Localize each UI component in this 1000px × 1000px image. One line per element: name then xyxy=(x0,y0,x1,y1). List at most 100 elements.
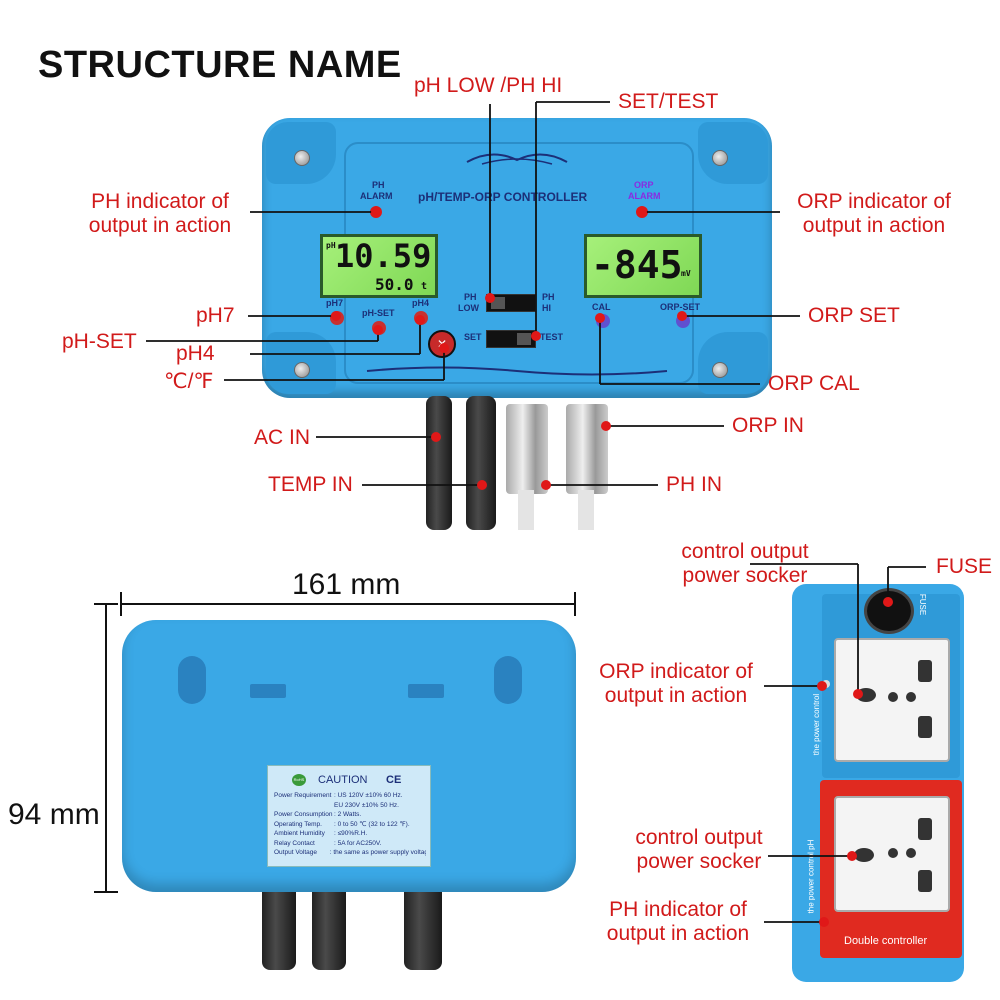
label-ph-indicator-line2: output in action xyxy=(88,214,232,237)
label-set-test: SET/TEST xyxy=(618,90,719,113)
label-orp-in: ORP IN xyxy=(732,414,804,437)
ph7-print: pH7 xyxy=(326,298,344,308)
caution-label: RoHS CAUTION CE Power Requirement: US 12… xyxy=(267,765,431,867)
orp-alarm-print-top: ORP xyxy=(634,180,654,190)
caution-row-key: Operating Temp. xyxy=(274,820,322,828)
caution-row: EU 230V ±10% 50 Hz. xyxy=(274,801,426,811)
label-control-output-1: control output power socker xyxy=(660,540,830,588)
label-orp-indicator: ORP indicator of output in action xyxy=(784,190,964,238)
upper-socket-hole-c xyxy=(888,692,898,702)
ph-set-print: pH-SET xyxy=(362,308,395,318)
ph-alarm-print-top: PH xyxy=(372,180,385,190)
orp-reading: -845 xyxy=(591,243,683,287)
test-print: TEST xyxy=(540,332,564,342)
caution-row-key: Power Consumption xyxy=(274,811,333,818)
caution-row-value: : 0 to 50 ℃ (32 to 122 ℉). xyxy=(334,820,410,828)
screw-br xyxy=(712,362,728,378)
caution-row-key: Relay Contact xyxy=(274,839,315,847)
upper-socket-hole-r xyxy=(906,692,916,702)
caution-row: Operating Temp. : 0 to 50 ℃ (32 to 122 ℉)… xyxy=(274,820,426,830)
ph-low-hi-switch[interactable] xyxy=(486,294,536,312)
caution-row-key: Power Requirement xyxy=(274,792,332,799)
temp-reading: 50.0 xyxy=(375,275,414,294)
caution-row: Ambient Humidity : ≤90%R.H. xyxy=(274,829,426,839)
label-ph-indicator-socket: PH indicator of output in action xyxy=(588,898,768,946)
label-control-output-1-line2: power socker xyxy=(682,564,808,587)
label-ac-in: AC IN xyxy=(254,426,311,449)
label-ph-low-hi: pH LOW /PH HI xyxy=(414,74,563,97)
cal-print: CAL xyxy=(592,302,611,312)
caution-row: Power Requirement: US 120V ±10% 60 Hz. xyxy=(274,791,426,801)
upper-socket-slot-b xyxy=(918,716,932,738)
caution-row-value: : 5A for AC250V. xyxy=(334,839,382,847)
label-control-output-2-line1: control output xyxy=(635,826,763,849)
label-temp-unit: ℃/℉ xyxy=(164,370,214,393)
label-orp-indicator-socket-line2: output in action xyxy=(604,684,748,707)
height-dimension: 94 mm xyxy=(8,798,100,831)
slot-left xyxy=(250,684,286,698)
label-orp-cal: ORP CAL xyxy=(768,372,860,395)
ph-reading: 10.59 xyxy=(335,237,432,275)
label-fuse: FUSE xyxy=(936,555,993,578)
lower-socket-slot-t xyxy=(918,818,932,840)
caution-row: Power Consumption: 2 Watts. xyxy=(274,810,426,820)
label-ph-indicator: PH indicator of output in action xyxy=(70,190,250,238)
ph-in-connector xyxy=(506,404,548,494)
lower-socket-hole-r xyxy=(906,848,916,858)
corner-pad-tr xyxy=(698,122,768,184)
width-dimension: 161 mm xyxy=(292,568,401,601)
ac-in-cable xyxy=(426,396,452,530)
keyhole-right xyxy=(494,656,522,704)
label-ph-indicator-socket-line2: output in action xyxy=(606,922,750,945)
caution-row-key: Output Voltage xyxy=(274,849,318,856)
ph-lcd: pH 10.59 50.0 t xyxy=(320,234,438,298)
label-orp-indicator-socket-line1: ORP indicator of xyxy=(599,660,753,683)
caution-row-value: : 2 Watts. xyxy=(334,811,362,818)
orp-in-connector xyxy=(566,404,608,494)
bottom-ornament xyxy=(366,366,668,376)
caution-row: Relay Contact : 5A for AC250V. xyxy=(274,839,426,849)
ph-in-cable xyxy=(518,490,534,530)
slot-right xyxy=(408,684,444,698)
caution-row-value: : the same as power supply voltage. xyxy=(329,849,426,856)
label-ph-set: pH-SET xyxy=(62,330,137,353)
ph-hi-print-top: PH xyxy=(542,292,555,302)
screw-bl xyxy=(294,362,310,378)
label-orp-set: ORP SET xyxy=(808,304,900,327)
upper-socket-slot-t xyxy=(918,660,932,682)
upper-socket xyxy=(834,638,950,762)
label-control-output-1-line1: control output xyxy=(681,540,809,563)
top-ornament xyxy=(466,153,568,165)
label-orp-indicator-line2: output in action xyxy=(802,214,946,237)
front-controller-device: pH/TEMP-ORP CONTROLLER PH ALARM ORP ALAR… xyxy=(262,118,772,398)
panel-title-print: pH/TEMP-ORP CONTROLLER xyxy=(418,190,588,204)
label-temp-in: TEMP IN xyxy=(268,473,353,496)
caution-row-value: : ≤90%R.H. xyxy=(334,830,368,837)
ce-mark: CE xyxy=(386,774,402,786)
ph-low-print: LOW xyxy=(458,303,479,313)
label-control-output-2-line2: power socker xyxy=(636,850,762,873)
label-ph-indicator-socket-line1: PH indicator of xyxy=(609,898,747,921)
double-controller-print: Double controller xyxy=(844,935,928,947)
fuse-holder[interactable] xyxy=(864,588,914,634)
keyhole-left xyxy=(178,656,206,704)
temp-unit-char: t xyxy=(421,281,428,292)
back-cable-3 xyxy=(404,880,442,970)
lower-socket-hole-l xyxy=(854,848,874,862)
temp-in-cable xyxy=(466,396,496,530)
label-ph7: pH7 xyxy=(196,304,235,327)
page-title: STRUCTURE NAME xyxy=(38,44,402,86)
orp-unit: mV xyxy=(681,269,691,278)
label-ph4: pH4 xyxy=(176,342,215,365)
orp-in-cable xyxy=(578,490,594,530)
caution-row-key: Ambient Humidity xyxy=(274,830,325,837)
caution-row-value: : US 120V ±10% 60 Hz. xyxy=(334,792,403,799)
label-orp-indicator-socket: ORP indicator of output in action xyxy=(586,660,766,708)
label-orp-indicator-line1: ORP indicator of xyxy=(797,190,951,213)
set-print: SET xyxy=(464,332,482,342)
caution-heading: CAUTION xyxy=(318,774,368,786)
ph4-print: pH4 xyxy=(412,298,430,308)
